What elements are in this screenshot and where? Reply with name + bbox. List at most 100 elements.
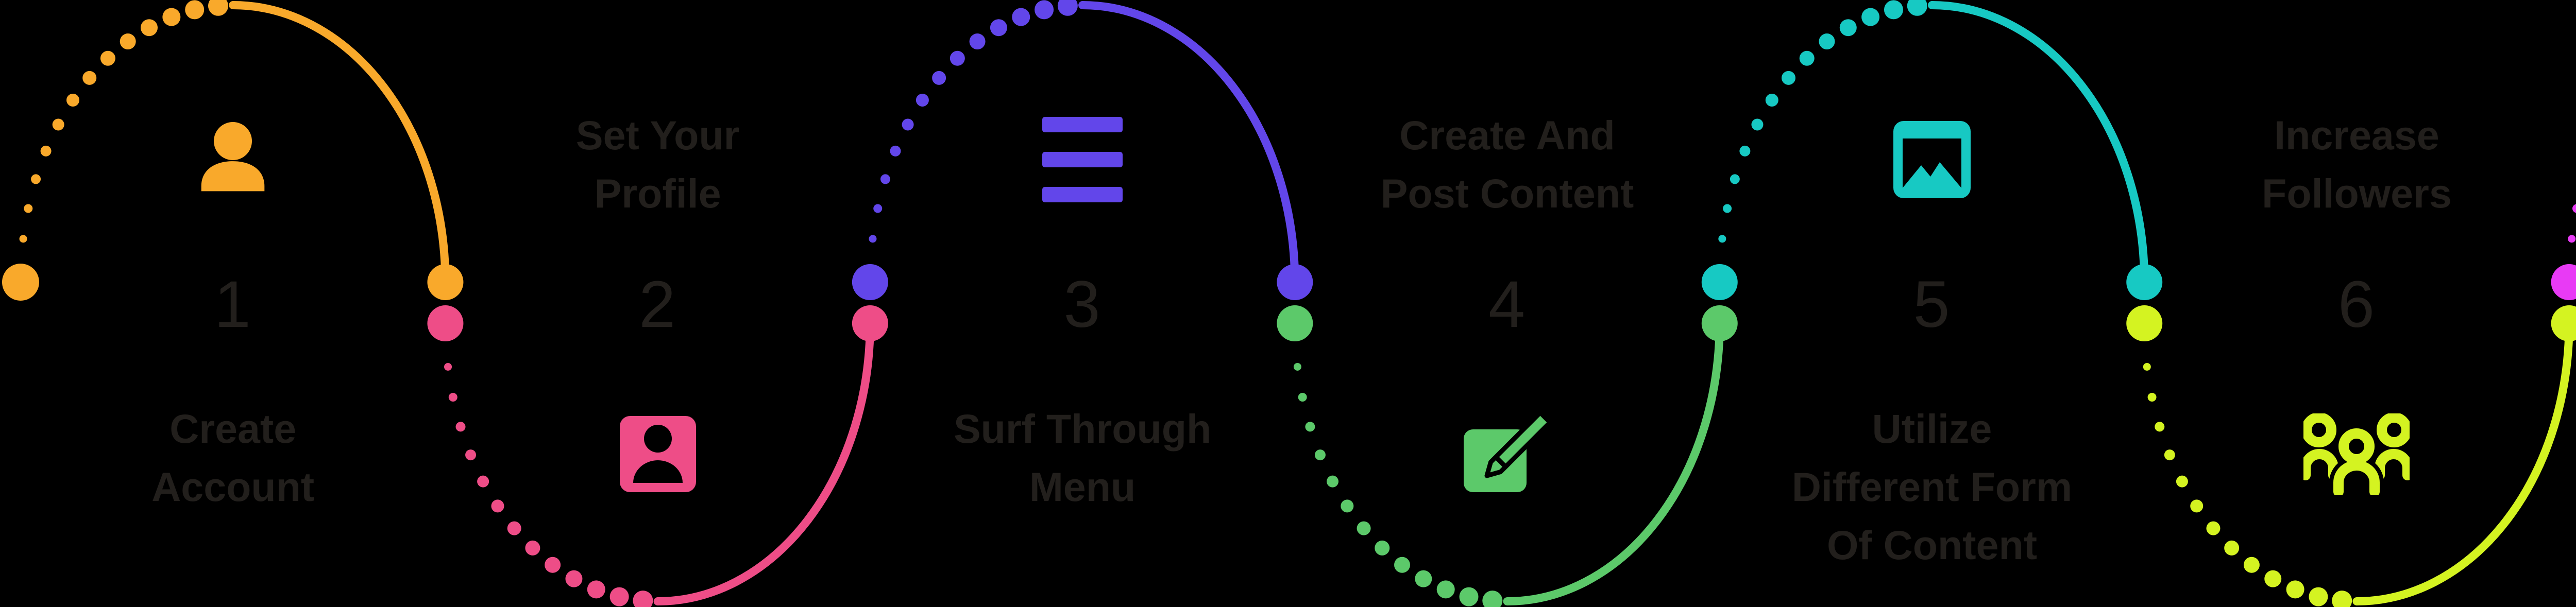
arc-dot [1718,235,1726,243]
step-number: 3 [1063,268,1101,341]
arc-dot [565,570,583,587]
arc-dot [1884,0,1903,20]
arc-dot [1057,0,1078,16]
arc-dot [477,475,489,488]
arc-dot [2155,422,2165,432]
arc-solid-line [653,319,874,605]
arc-dot [2264,570,2282,587]
arc-solid-line [1503,319,1724,605]
arc-solid-line [1078,1,1299,286]
arc-dot [2147,393,2157,402]
arc-dot [2206,521,2221,535]
edit-icon [1461,410,1554,498]
arc-dot [1327,475,1339,488]
junction-dot [852,264,888,300]
junction-dot [2126,305,2163,341]
arc-dot [100,50,115,66]
arc-dot [444,362,452,371]
arc-dot [890,145,901,157]
step-label: Increase Followers [2262,112,2452,216]
arc-dot [1305,422,1315,432]
arc-dot [455,422,466,432]
arc-dot [1799,50,1815,66]
arc-dot [208,0,228,16]
arc-dot [185,0,205,20]
arc-dot [2164,449,2175,461]
junction-dot [2551,305,2576,341]
arc-dot [1482,591,1503,607]
arc-dot [1436,580,1455,599]
arc-dot [902,118,914,131]
arc-dot [1459,587,1479,606]
junction-dot [852,305,888,341]
profile-card-icon [619,416,696,492]
arc-dot [1765,93,1778,107]
arc-dot [1819,33,1835,50]
menu-icon [1042,117,1123,202]
step-label: Utilize Different Form Of Content [1791,406,2073,568]
arc-dot [2286,580,2304,599]
arc-dot [2176,475,2188,488]
arc-dot [1739,145,1751,157]
arc-dot [1341,499,1354,513]
arc-dot [916,93,929,107]
step-label: Set Your Profile [575,112,740,216]
arc-dot [507,521,521,535]
arc-dot [120,33,136,50]
junction-dot [427,264,464,300]
arc-dot [1839,19,1857,37]
arc-dot [1907,0,1927,16]
arc-dot [1035,0,1054,20]
arc-dot [2224,540,2240,556]
step-number: 4 [1488,268,1527,341]
arc-dot [66,93,80,107]
arc-dot [545,557,561,573]
arc-dot [1293,362,1301,371]
arc-dot [1012,8,1030,26]
arc-dot [40,145,52,157]
group-icon [2303,413,2410,495]
arc-dot [2572,204,2576,213]
arc-dot [587,580,605,599]
arc-dot [873,204,883,213]
junction-dot [1701,264,1738,300]
junction-dot [1701,305,1738,341]
arc-dot [609,587,629,606]
step-number: 2 [639,268,677,341]
arc-dot [2190,499,2204,513]
arc-dot [24,204,33,213]
arc-dot [1782,71,1796,85]
arc-dot [1394,557,1411,573]
arc-dot [2568,235,2576,243]
arc-dot [1298,393,1307,402]
arc-dot [932,71,946,85]
arc-dot [31,174,41,184]
junction-dot [1277,305,1313,341]
junction-dot [1277,264,1313,300]
arc-dot [1730,174,1740,184]
arc-solid-line [2352,319,2573,605]
arc-solid-line [1928,1,2149,286]
arc-dot [82,71,97,85]
step-label: Create And Post Content [1380,112,1634,216]
step-number: 6 [2337,268,2376,341]
arc-dot [990,19,1007,37]
arc-dot [1314,449,1326,461]
image-icon [1893,121,1971,198]
arc-dot [1751,118,1764,131]
arc-dot [1375,540,1390,556]
junction-dot [2551,264,2576,300]
arc-dot [52,118,64,131]
arc-dot [162,8,181,26]
arc-dot [969,33,986,50]
arc-dot [1415,570,1432,587]
step-number: 1 [214,268,252,341]
arc-dot [491,499,504,513]
arc-dot [950,50,965,66]
junction-dot [2,264,39,301]
arc-dot [2143,362,2151,371]
step-number: 5 [1913,268,1951,341]
arc-dot [1357,521,1371,535]
